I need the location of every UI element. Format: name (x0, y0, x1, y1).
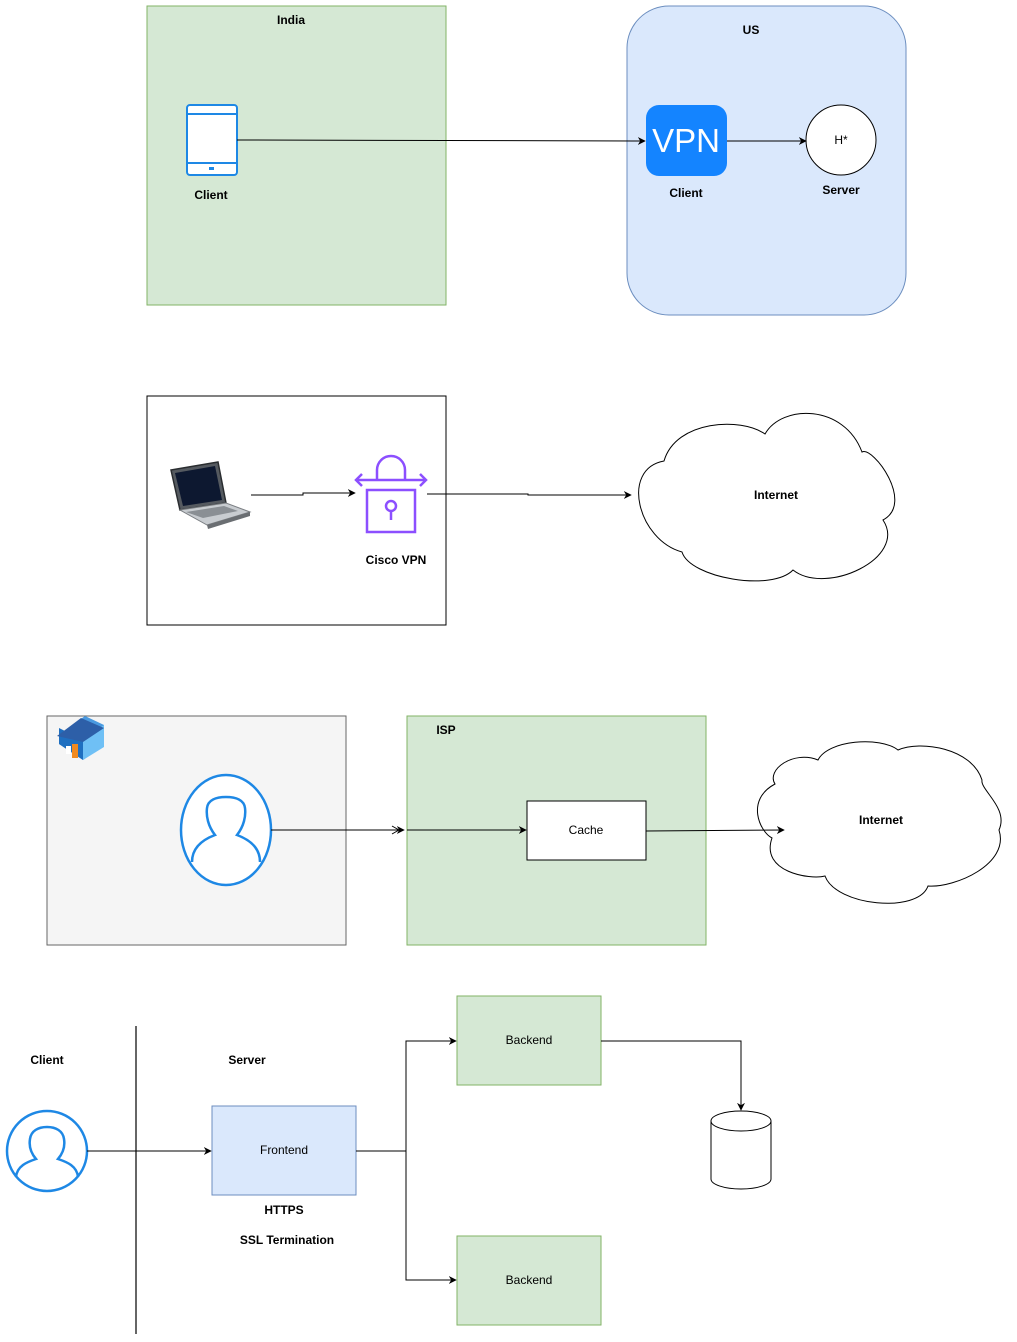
database-icon[interactable] (710, 1110, 772, 1190)
arrow-frontend-to-backend-2 (405, 1151, 457, 1284)
internet-cloud-label: Internet (859, 813, 903, 827)
vpn-client-label: Client (669, 186, 702, 200)
internet-cloud[interactable] (757, 741, 1002, 904)
region-us-label: US (743, 23, 760, 37)
backend-1-label: Backend (506, 1033, 553, 1047)
house-icon (57, 716, 104, 760)
arrow-laptop-to-vpn (251, 489, 356, 497)
internet-cloud-label: Internet (754, 488, 798, 502)
internet-cloud[interactable] (638, 412, 896, 582)
diagram-india-us: India US Client VPN Client H* Server (146, 5, 907, 316)
laptop-icon[interactable] (170, 461, 252, 529)
client-user-icon[interactable] (5, 1109, 89, 1193)
arrow-cache-to-internet (645, 826, 785, 835)
cisco-vpn-label: Cisco VPN (366, 553, 427, 567)
server-node-symbol: H* (834, 133, 848, 147)
vpn-icon-text: VPN (652, 122, 720, 159)
arrow-vpn-to-internet (427, 491, 632, 499)
vpn-icon[interactable]: VPN (646, 105, 727, 176)
region-us-box[interactable] (626, 5, 907, 316)
client-column-label: Client (30, 1053, 63, 1067)
diagram-client-server: Client Server Frontend HTTPS SSL Termina… (5, 995, 772, 1334)
tablet-client-label: Client (194, 188, 227, 202)
frontend-label: Frontend (260, 1143, 308, 1157)
cache-box[interactable] (526, 800, 647, 861)
arrow-tablet-to-vpn (236, 136, 646, 145)
diagram-isp-cache: ISP Cache Internet (46, 715, 1002, 946)
region-india-label: India (277, 13, 305, 27)
tablet-icon[interactable] (186, 104, 238, 176)
arrow-double-head (391, 825, 401, 835)
arrow-backend-to-database (601, 1040, 745, 1111)
user-avatar-icon[interactable] (179, 773, 273, 887)
ssl-termination-label: SSL Termination (240, 1233, 334, 1247)
cisco-vpn-icon[interactable] (354, 454, 428, 534)
arrow-frontend-to-backend-1 (356, 1037, 457, 1152)
server-column-label: Server (228, 1053, 266, 1067)
backend-2-label: Backend (506, 1273, 553, 1287)
backend-box-1[interactable] (456, 995, 602, 1086)
isp-label: ISP (436, 723, 455, 737)
backend-box-2[interactable] (456, 1235, 602, 1326)
cache-label: Cache (569, 823, 604, 837)
server-label: Server (822, 183, 860, 197)
diagram-cisco-vpn: Cisco VPN Internet (146, 395, 896, 626)
frontend-box[interactable] (211, 1105, 357, 1196)
https-label: HTTPS (264, 1203, 303, 1217)
